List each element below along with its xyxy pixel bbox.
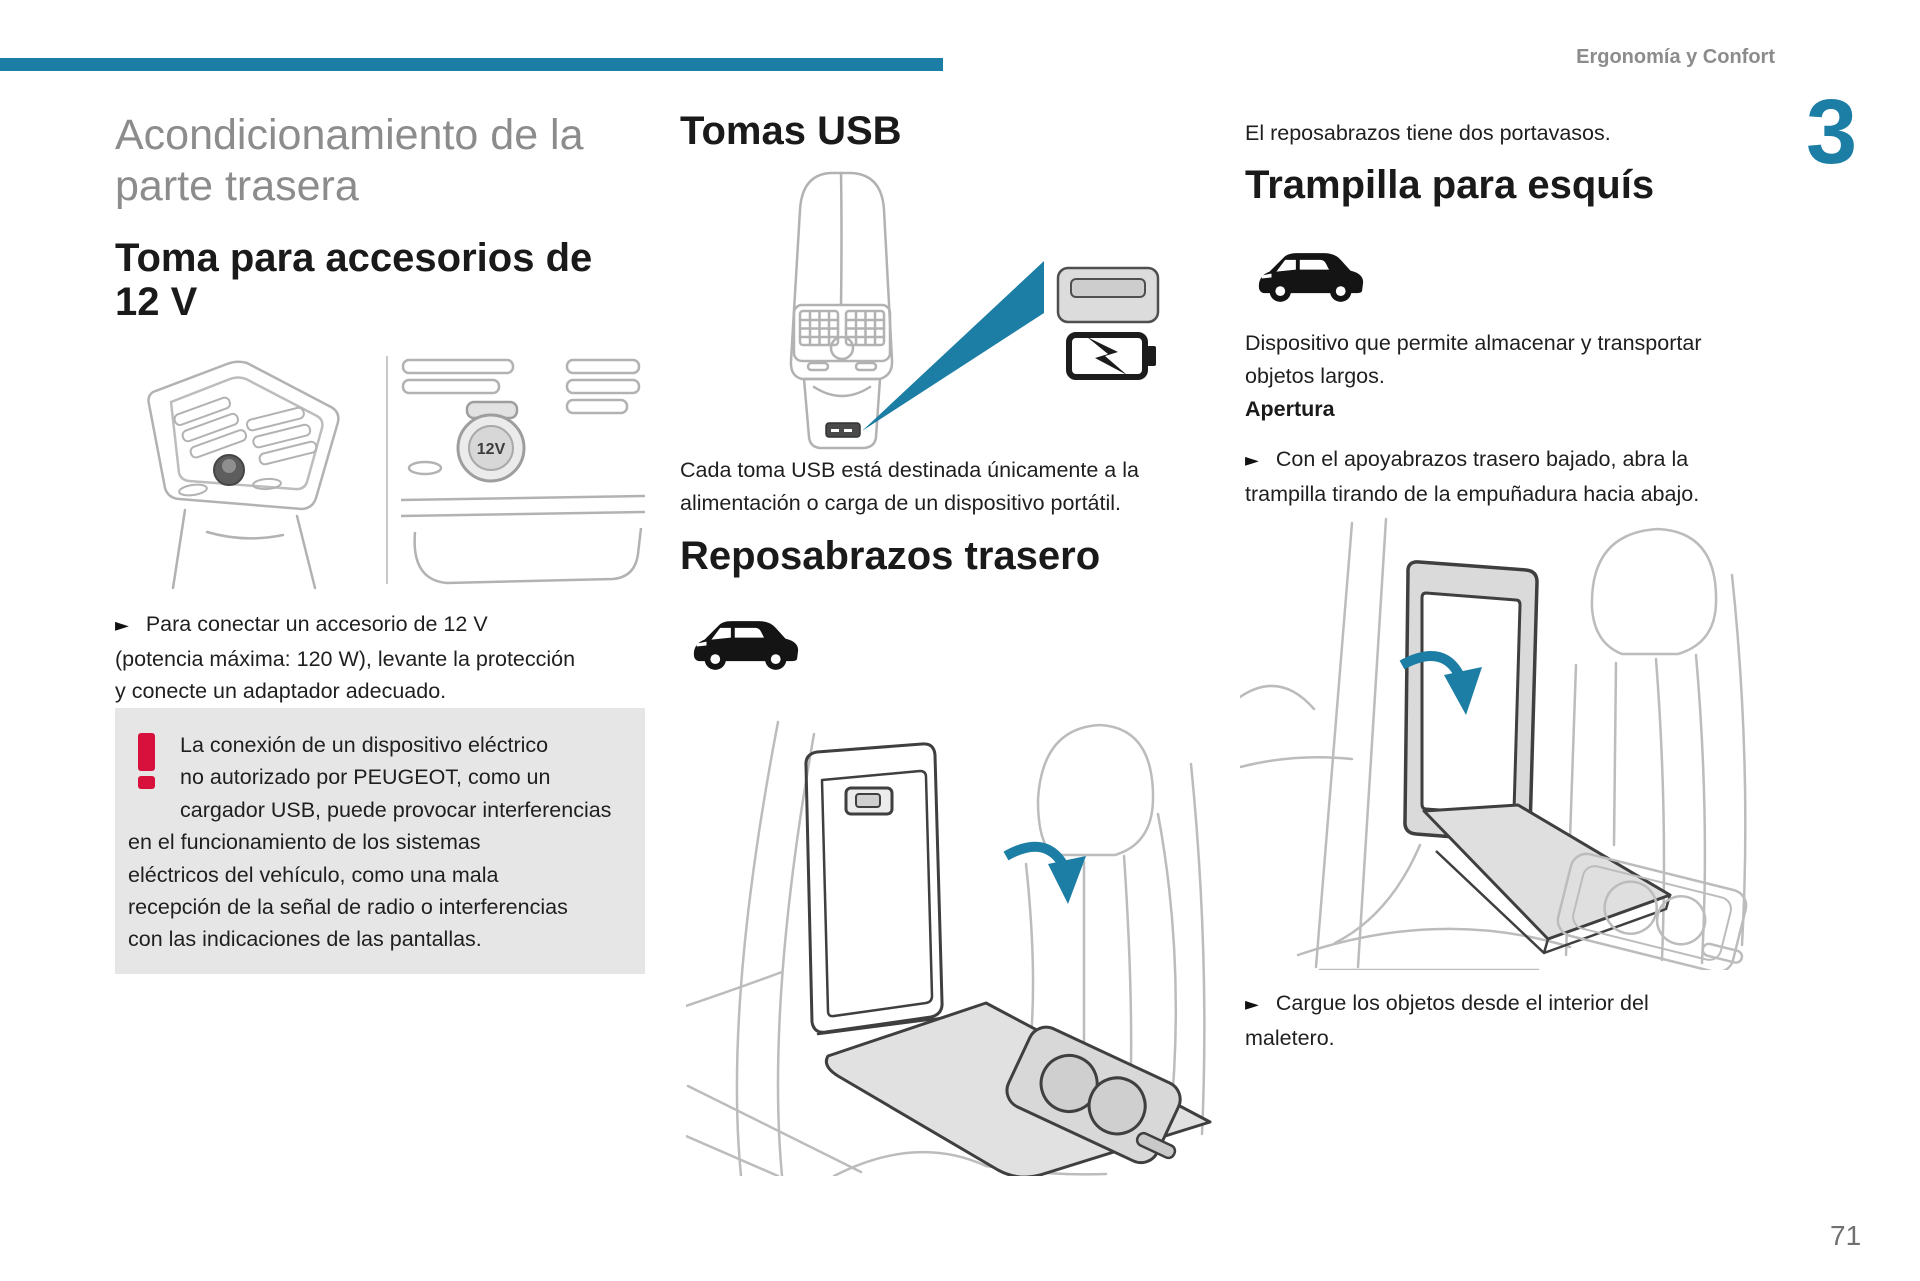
- bullet-arrow-icon: ►: [1245, 994, 1259, 1015]
- ski-hatch-opening: [1420, 591, 1522, 817]
- illustration-12v-socket: 12V: [115, 350, 645, 590]
- car-silhouette-icon: [1252, 245, 1369, 308]
- heading-armrest: Reposabrazos trasero: [680, 534, 1101, 578]
- warning-box: La conexión de un dispositivo eléctrico …: [115, 708, 645, 974]
- warning-text: La conexión de un dispositivo eléctrico …: [128, 733, 612, 952]
- illustration-ski-hatch: [1240, 515, 1765, 970]
- ski-hatch-flap: [1422, 803, 1672, 941]
- page-number: 71: [1830, 1220, 1862, 1251]
- paragraph-load-objects: ►Cargue los objetos desde el interior de…: [1245, 987, 1790, 1054]
- cupholder: [1087, 1076, 1147, 1136]
- usb-port-icon: [1056, 266, 1160, 324]
- socket-label: 12V: [477, 441, 506, 458]
- header-accent-bar: [0, 58, 943, 71]
- bullet-load-text: Cargue los objetos desde el interior del…: [1245, 991, 1649, 1050]
- paragraph-open-hatch: ►Con el apoyabrazos trasero bajado, abra…: [1245, 443, 1790, 510]
- battery-charging-icon: [1066, 332, 1156, 380]
- warning-exclamation-icon: [128, 729, 180, 801]
- bullet-connect-text: Para conectar un accesorio de 12 V (pote…: [115, 612, 576, 703]
- subheading-apertura: Apertura: [1245, 397, 1335, 421]
- bullet-arrow-icon: ►: [1245, 450, 1259, 471]
- car-silhouette-icon: [687, 613, 804, 676]
- heading-usb: Tomas USB: [680, 109, 902, 153]
- illustration-rear-armrest: [686, 704, 1212, 1176]
- paragraph-connect-12v: ►Para conectar un accesorio de 12 V (pot…: [115, 608, 655, 708]
- heading-12v-socket: Toma para accesorios de 12 V: [115, 236, 593, 324]
- armrest-compartment-frame: [804, 742, 944, 1034]
- page-title: Acondicionamiento de la parte trasera: [115, 111, 584, 210]
- ski-hatch-description: Dispositivo que permite almacenar y tran…: [1245, 331, 1702, 388]
- armrest-note: El reposabrazos tiene dos portavasos.: [1245, 121, 1611, 145]
- bullet-open-text: Con el apoyabrazos trasero bajado, abra …: [1245, 447, 1700, 506]
- bullet-arrow-icon: ►: [115, 615, 129, 636]
- usb-caption: Cada toma USB está destinada únicamente …: [680, 458, 1139, 515]
- heading-ski-hatch: Trampilla para esquís: [1245, 163, 1655, 207]
- usb-socket: [825, 422, 861, 438]
- chapter-number: 3: [1806, 81, 1858, 183]
- illustration-usb-ports: [770, 165, 1165, 455]
- callout-arrow: [862, 261, 1044, 431]
- section-title: Ergonomía y Confort: [1576, 46, 1775, 68]
